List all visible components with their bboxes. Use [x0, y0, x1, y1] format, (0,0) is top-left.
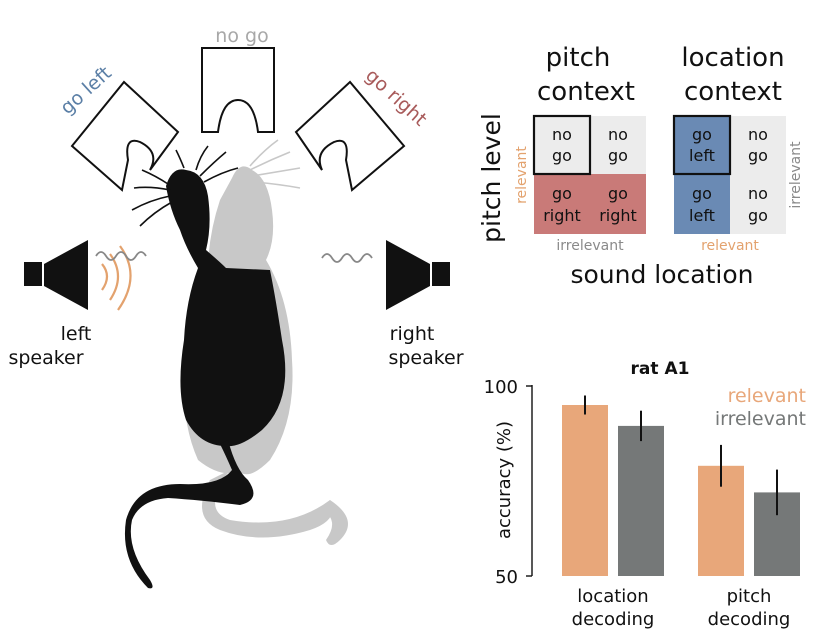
pitch-cell-3-l1: go	[608, 184, 628, 203]
location-cell-3	[730, 174, 786, 234]
pitch-cell-2	[534, 174, 590, 234]
nose-ports	[70, 47, 406, 192]
category-label-1-0: pitch	[727, 586, 772, 607]
left-speaker-label-2: speaker	[8, 347, 83, 369]
location-context-title-2: context	[684, 77, 782, 107]
y-tick-label-0: 50	[495, 567, 518, 588]
category-label-0-1: decoding	[572, 609, 655, 630]
chart-title: rat A1	[631, 359, 690, 379]
pitch-level-axis-label: pitch level	[477, 113, 506, 243]
pitch-irrelevant-label: irrelevant	[556, 238, 624, 254]
location-cell-3-l1: no	[748, 184, 768, 203]
pitch-cell-0	[534, 116, 590, 174]
left-port-label: go left	[56, 62, 116, 119]
location-relevant-label: relevant	[701, 238, 759, 254]
center-port-label: no go	[215, 25, 268, 47]
location-cell-0-l2: left	[689, 146, 715, 165]
left-port	[70, 80, 180, 192]
right-speaker-magnet	[432, 262, 450, 286]
pitch-cell-1-l2: go	[608, 146, 628, 165]
right-port-label: go right	[361, 64, 431, 130]
pitch-cell-0-l1: no	[552, 125, 572, 144]
pitch-cell-2-l1: go	[552, 184, 572, 203]
right-speaker-cone	[386, 240, 430, 310]
location-irrelevant-side-label: irrelevant	[788, 141, 804, 209]
center-port	[201, 47, 275, 133]
sound-arcs	[101, 245, 132, 311]
right-speaker	[386, 240, 450, 310]
location-context-grid: go left no go go left no go	[672, 114, 786, 234]
pitch-cell-1	[590, 116, 646, 174]
left-speaker-label-1: left	[61, 323, 92, 345]
black-rat	[124, 145, 286, 589]
legend-irrelevant: irrelevant	[715, 408, 806, 430]
bar-relevant-0	[562, 405, 608, 576]
location-cell-0-l1: go	[692, 125, 712, 144]
location-cell-0	[674, 116, 730, 174]
location-highlight-box	[672, 114, 732, 176]
left-speaker	[24, 240, 88, 310]
left-speaker-cone	[44, 240, 88, 310]
right-port	[294, 80, 406, 192]
location-cell-1-l2: go	[748, 146, 768, 165]
right-speaker-label-2: speaker	[388, 347, 463, 369]
pitch-cell-3-l2: right	[599, 206, 637, 225]
pitch-highlight-box	[532, 114, 592, 176]
sound-location-axis-label: sound location	[570, 260, 753, 289]
pitch-cell-3	[590, 174, 646, 234]
bar-irrelevant-0	[618, 425, 664, 576]
location-cell-2	[674, 174, 730, 234]
rat-illustration	[124, 139, 348, 589]
location-cell-1-l1: no	[748, 125, 768, 144]
pitch-context-title-1: pitch	[546, 43, 611, 73]
category-label-1-1: decoding	[708, 609, 791, 630]
location-cell-2-l2: left	[689, 206, 715, 225]
location-cell-3-l2: go	[748, 206, 768, 225]
pitch-relevant-label: relevant	[514, 146, 530, 204]
location-cell-1	[730, 116, 786, 174]
pitch-cell-1-l1: no	[608, 125, 628, 144]
sound-waves	[95, 251, 373, 263]
location-context-title-1: location	[681, 43, 784, 73]
chart-ylabel: accuracy (%)	[494, 421, 515, 539]
pitch-cell-0-l2: go	[552, 146, 572, 165]
location-cell-2-l1: go	[692, 184, 712, 203]
category-label-0-0: location	[577, 586, 648, 607]
pitch-context-title-2: context	[537, 77, 635, 107]
y-tick-label-1: 100	[484, 377, 518, 398]
pitch-cell-2-l2: right	[543, 206, 581, 225]
right-speaker-label-1: right	[390, 323, 435, 345]
left-speaker-magnet	[24, 262, 42, 286]
context-matrices: pitch context location context pitch lev…	[477, 43, 804, 289]
pitch-context-grid: no go no go go right go right	[532, 114, 646, 234]
legend-relevant: relevant	[728, 385, 806, 407]
